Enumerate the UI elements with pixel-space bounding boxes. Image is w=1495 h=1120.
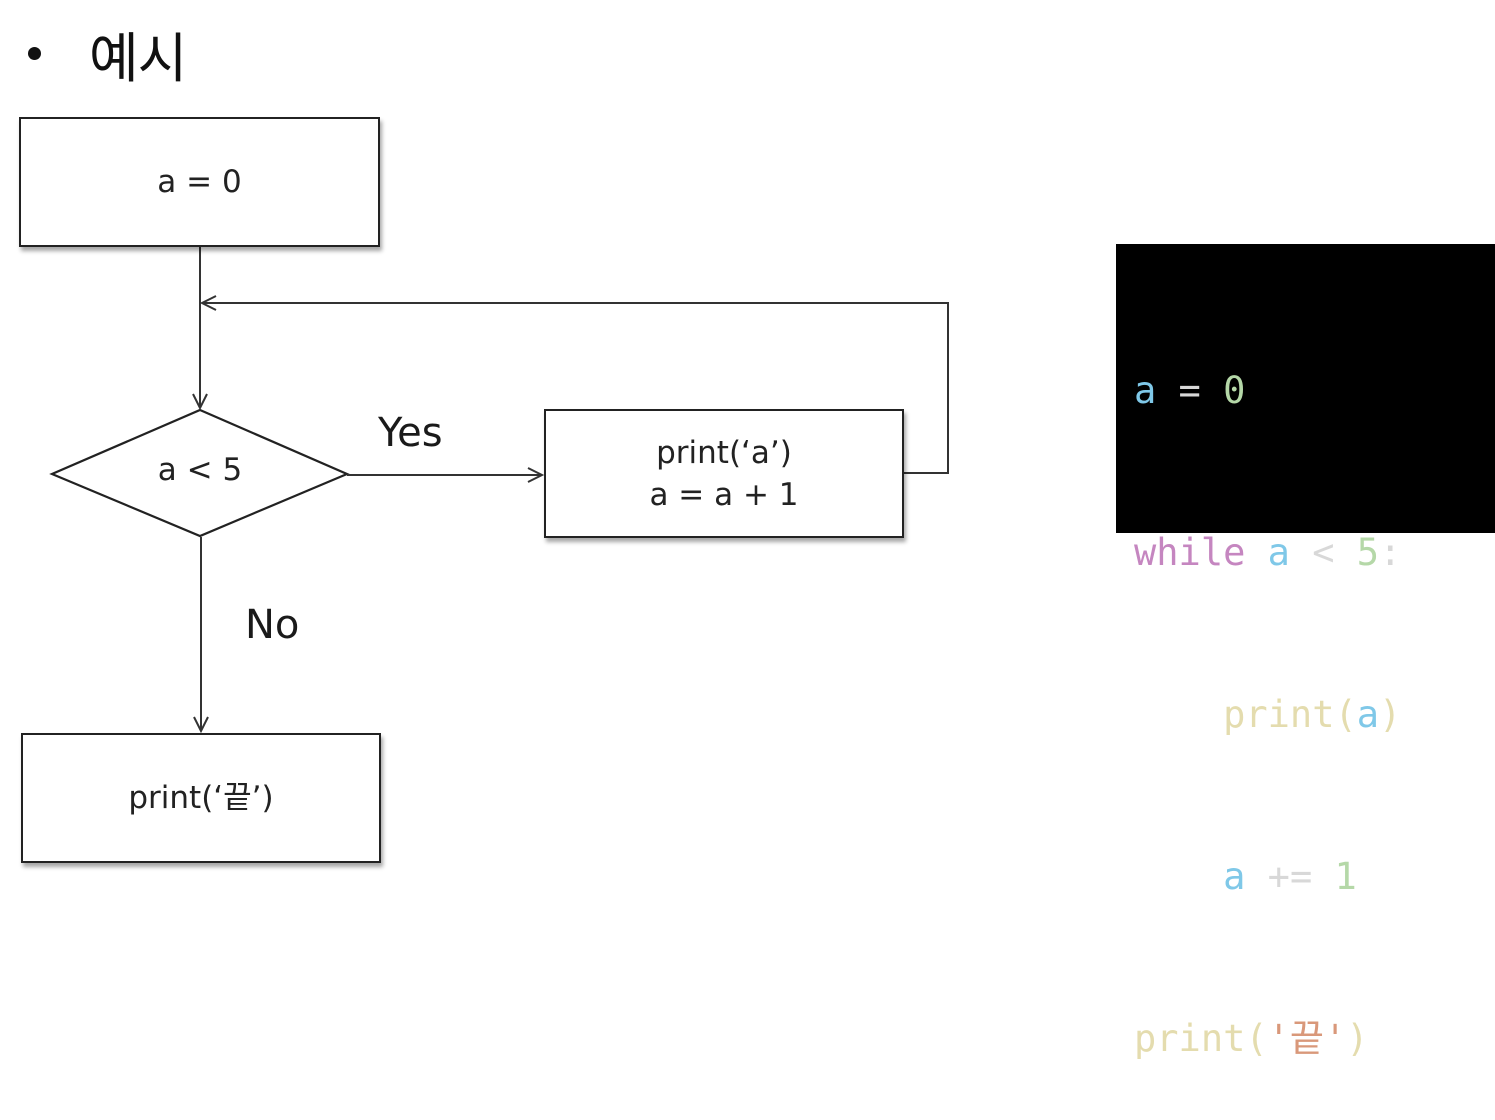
loop-body-line-1: print(‘a’) bbox=[656, 434, 792, 471]
arrowhead-into-decision bbox=[192, 393, 208, 411]
code-token: print( bbox=[1134, 1017, 1268, 1060]
arrowhead-into-body bbox=[527, 467, 545, 483]
code-token: 5 bbox=[1356, 531, 1380, 574]
code-indent bbox=[1134, 693, 1223, 736]
no-label: No bbox=[245, 602, 300, 648]
code-token: while bbox=[1134, 531, 1246, 574]
slide-title: 예시 bbox=[89, 26, 187, 90]
yes-label: Yes bbox=[378, 410, 443, 456]
code-token: 0 bbox=[1223, 369, 1246, 412]
end-box-text: print(‘끝’) bbox=[128, 780, 274, 816]
loop-back-line bbox=[202, 302, 949, 474]
code-token: a bbox=[1134, 369, 1157, 412]
code-token: 1 bbox=[1334, 855, 1357, 898]
code-token: < bbox=[1289, 531, 1357, 574]
code-token: ) bbox=[1346, 1017, 1369, 1060]
code-token: a bbox=[1356, 693, 1380, 736]
code-line-2: while a < 5: bbox=[1134, 526, 1495, 580]
end-process-box: print(‘끝’) bbox=[21, 733, 381, 863]
arrowhead-into-end bbox=[193, 716, 209, 734]
decision-diamond bbox=[49, 408, 350, 538]
code-token: : bbox=[1379, 531, 1402, 574]
code-line-5: print('끝') bbox=[1134, 1012, 1495, 1066]
code-line-3: print(a) bbox=[1134, 688, 1495, 742]
code-line-1: a = 0 bbox=[1134, 364, 1495, 418]
loop-body-line-2: a = a + 1 bbox=[649, 476, 799, 513]
code-token: ) bbox=[1379, 693, 1402, 736]
flowchart-connectors bbox=[49, 247, 949, 734]
code-token: = bbox=[1156, 369, 1224, 412]
code-token: a bbox=[1245, 531, 1290, 574]
decision-text: a < 5 bbox=[157, 452, 243, 488]
code-panel: a = 0 while a < 5: print(a) a += 1 print… bbox=[1116, 244, 1495, 1060]
code-token: a bbox=[1223, 855, 1246, 898]
code-line-4: a += 1 bbox=[1134, 850, 1495, 904]
bullet-icon bbox=[28, 46, 41, 60]
code-token: '끝' bbox=[1267, 1017, 1347, 1060]
start-process-box: a = 0 bbox=[19, 117, 380, 247]
arrowhead-loop-back bbox=[199, 295, 217, 311]
code-token: += bbox=[1245, 855, 1335, 898]
slide-heading: 예시 bbox=[28, 18, 187, 90]
start-box-text: a = 0 bbox=[157, 164, 242, 200]
code-token: print( bbox=[1223, 693, 1357, 736]
code-indent bbox=[1134, 855, 1223, 898]
loop-body-box: print(‘a’) a = a + 1 bbox=[544, 409, 904, 538]
